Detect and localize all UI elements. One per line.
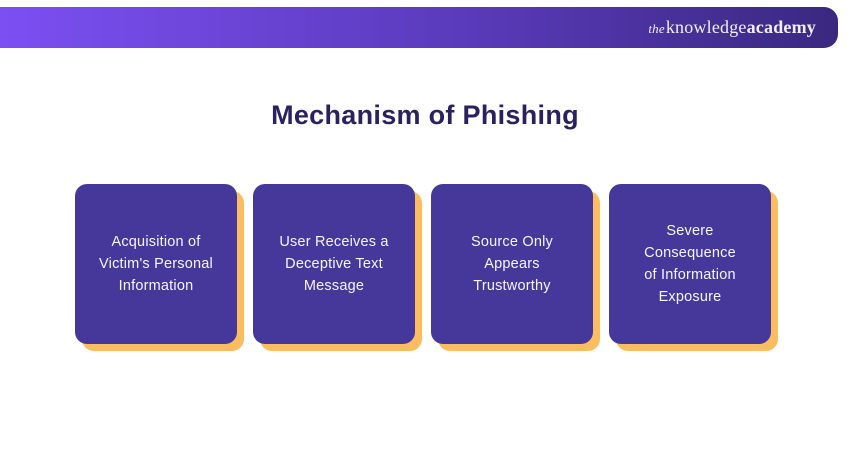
card-text-line: Consequence: [644, 245, 736, 261]
step-card-trustworthy-source: Source Only Appears Trustworthy: [431, 184, 593, 344]
step-card-acquisition: Acquisition of Victim's Personal Informa…: [75, 184, 237, 344]
header-bar: theknowledgeacademy: [0, 7, 838, 48]
card-text-line: Exposure: [658, 289, 722, 305]
logo-academy: academy: [746, 17, 816, 37]
card-text-line: Source Only: [471, 234, 553, 250]
card-text-line: User Receives a: [279, 234, 389, 250]
card-text-line: Acquisition of: [111, 234, 201, 250]
card-text-line: Deceptive Text: [285, 256, 383, 272]
step-card-severe-consequence: Severe Consequence of Information Exposu…: [609, 184, 771, 344]
card-text-line: Severe: [666, 223, 714, 239]
card-text-line: Message: [303, 278, 365, 294]
card-text-line: Information: [118, 278, 194, 294]
page-title: Mechanism of Phishing: [271, 100, 579, 130]
card-text-line: Trustworthy: [473, 278, 551, 294]
knowledge-academy-logo: theknowledgeacademy: [648, 17, 816, 38]
phishing-steps-row: Acquisition of Victim's Personal Informa…: [75, 184, 771, 344]
card-text-line: of Information: [644, 267, 736, 283]
logo-the: the: [648, 21, 665, 36]
step-card-deceptive-message: User Receives a Deceptive Text Message: [253, 184, 415, 344]
logo-knowledge: knowledge: [665, 17, 747, 37]
card-text-line: Appears: [484, 256, 540, 272]
card-text-line: Victim's Personal: [99, 256, 213, 272]
